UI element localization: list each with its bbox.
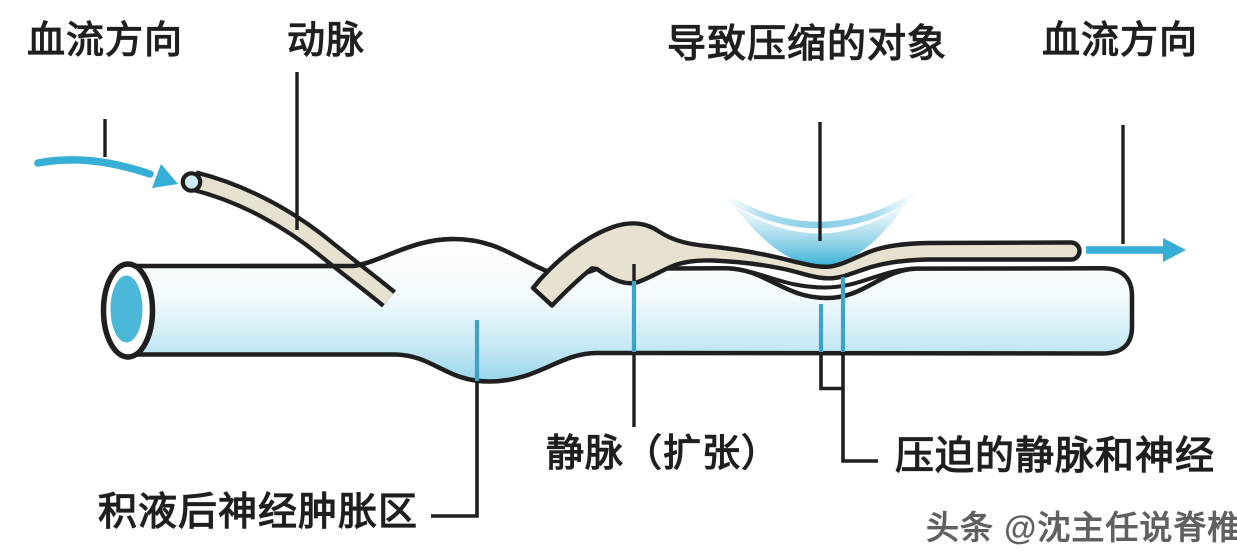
blood-flow-arrow-right xyxy=(1086,238,1186,262)
label-blood-flow-right: 血流方向 xyxy=(1042,20,1199,62)
nerve-top-edge xyxy=(240,236,454,269)
nerve-tube xyxy=(125,236,1135,384)
vein-tube xyxy=(530,221,1082,308)
label-vein-dilated: 静脉（扩张） xyxy=(546,433,781,475)
artery-tube xyxy=(192,174,394,305)
label-swelling-area: 积液后神经肿胀区 xyxy=(98,491,419,534)
blood-flow-arrow-left xyxy=(34,156,178,188)
nerve-cross-section-core xyxy=(110,275,143,343)
leader-swelling xyxy=(431,320,480,518)
leader-compressed-vein-nerve xyxy=(818,277,878,463)
artery-cut-end xyxy=(180,171,203,193)
watermark: 头条 @沈主任说脊椎 xyxy=(926,509,1237,546)
nerve-pinch-crease xyxy=(723,266,918,290)
label-compress-object: 导致压缩的对象 xyxy=(667,23,948,66)
label-artery: 动脉 xyxy=(287,20,366,62)
label-compressed-vein-nerve: 压迫的静脉和神经 xyxy=(895,435,1216,478)
label-blood-flow-left: 血流方向 xyxy=(27,20,184,62)
